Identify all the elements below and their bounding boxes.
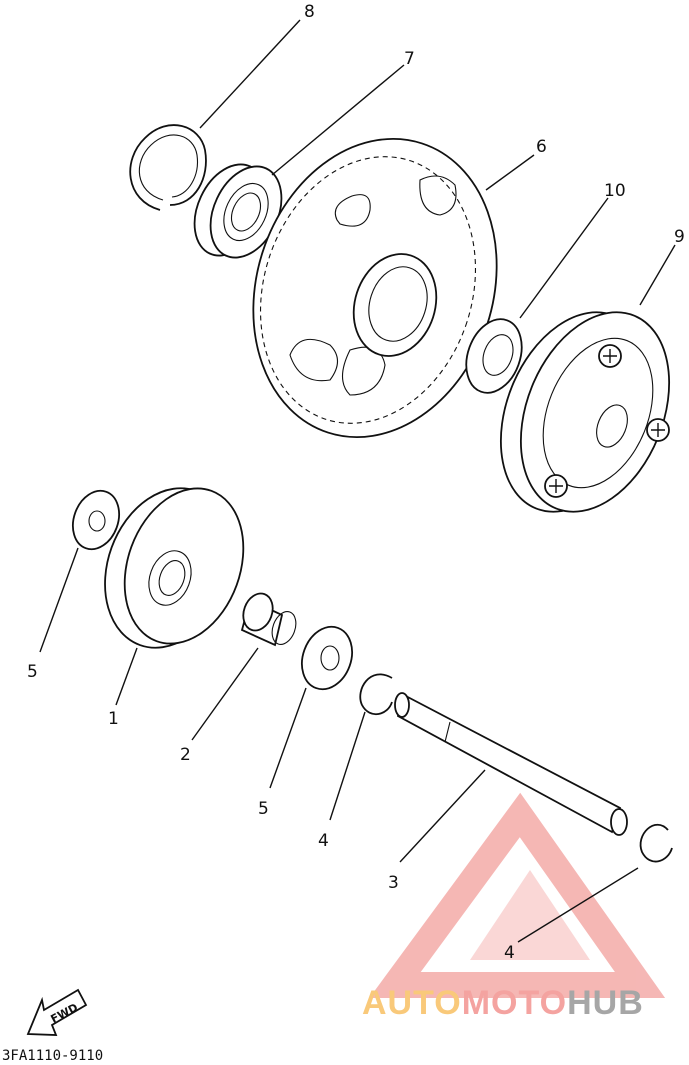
- part-6-large-gear: [252, 138, 498, 438]
- callout-5-upper: 5: [27, 662, 38, 682]
- watermark-auto: AUTO: [362, 984, 462, 1022]
- part-7-bearing: [193, 163, 283, 259]
- part-3-shaft: [394, 692, 628, 836]
- part-1-idler-gear: [104, 487, 245, 649]
- callout-8: 8: [304, 2, 315, 22]
- part-4-clip-upper: [359, 673, 393, 715]
- callout-9: 9: [674, 227, 685, 247]
- callout-10: 10: [604, 181, 626, 201]
- drawing-code: 3FA1110-9110: [2, 1048, 103, 1064]
- callout-7: 7: [404, 49, 415, 69]
- callout-4-upper: 4: [318, 831, 329, 851]
- callout-2: 2: [180, 745, 191, 765]
- part-5-washer-upper: [72, 489, 120, 551]
- callout-5-lower: 5: [258, 799, 269, 819]
- part-9-clutch-assembly: [499, 311, 671, 513]
- part-10-washer: [465, 318, 523, 394]
- watermark-hub: HUB: [567, 984, 644, 1022]
- callout-numbers: 8 7 6 10 9 5 1 2 5 4 3 4: [27, 2, 685, 963]
- screw-head-icon: [544, 344, 670, 498]
- leader-lines: [39, 19, 676, 943]
- part-2-collar: [240, 592, 297, 647]
- callout-4-lower: 4: [504, 943, 515, 963]
- part-5-washer-lower: [301, 625, 353, 691]
- watermark-moto: MOTO: [462, 984, 567, 1022]
- callout-3: 3: [388, 873, 399, 893]
- callout-6: 6: [536, 137, 547, 157]
- watermark-wordmark: AUTOMOTOHUB: [362, 984, 644, 1022]
- part-4-clip-lower: [639, 823, 673, 863]
- part-8-circlip: [129, 124, 207, 211]
- fwd-arrow-icon: FWD: [26, 988, 88, 1036]
- callout-1: 1: [108, 709, 119, 729]
- watermark-logo: [369, 792, 666, 998]
